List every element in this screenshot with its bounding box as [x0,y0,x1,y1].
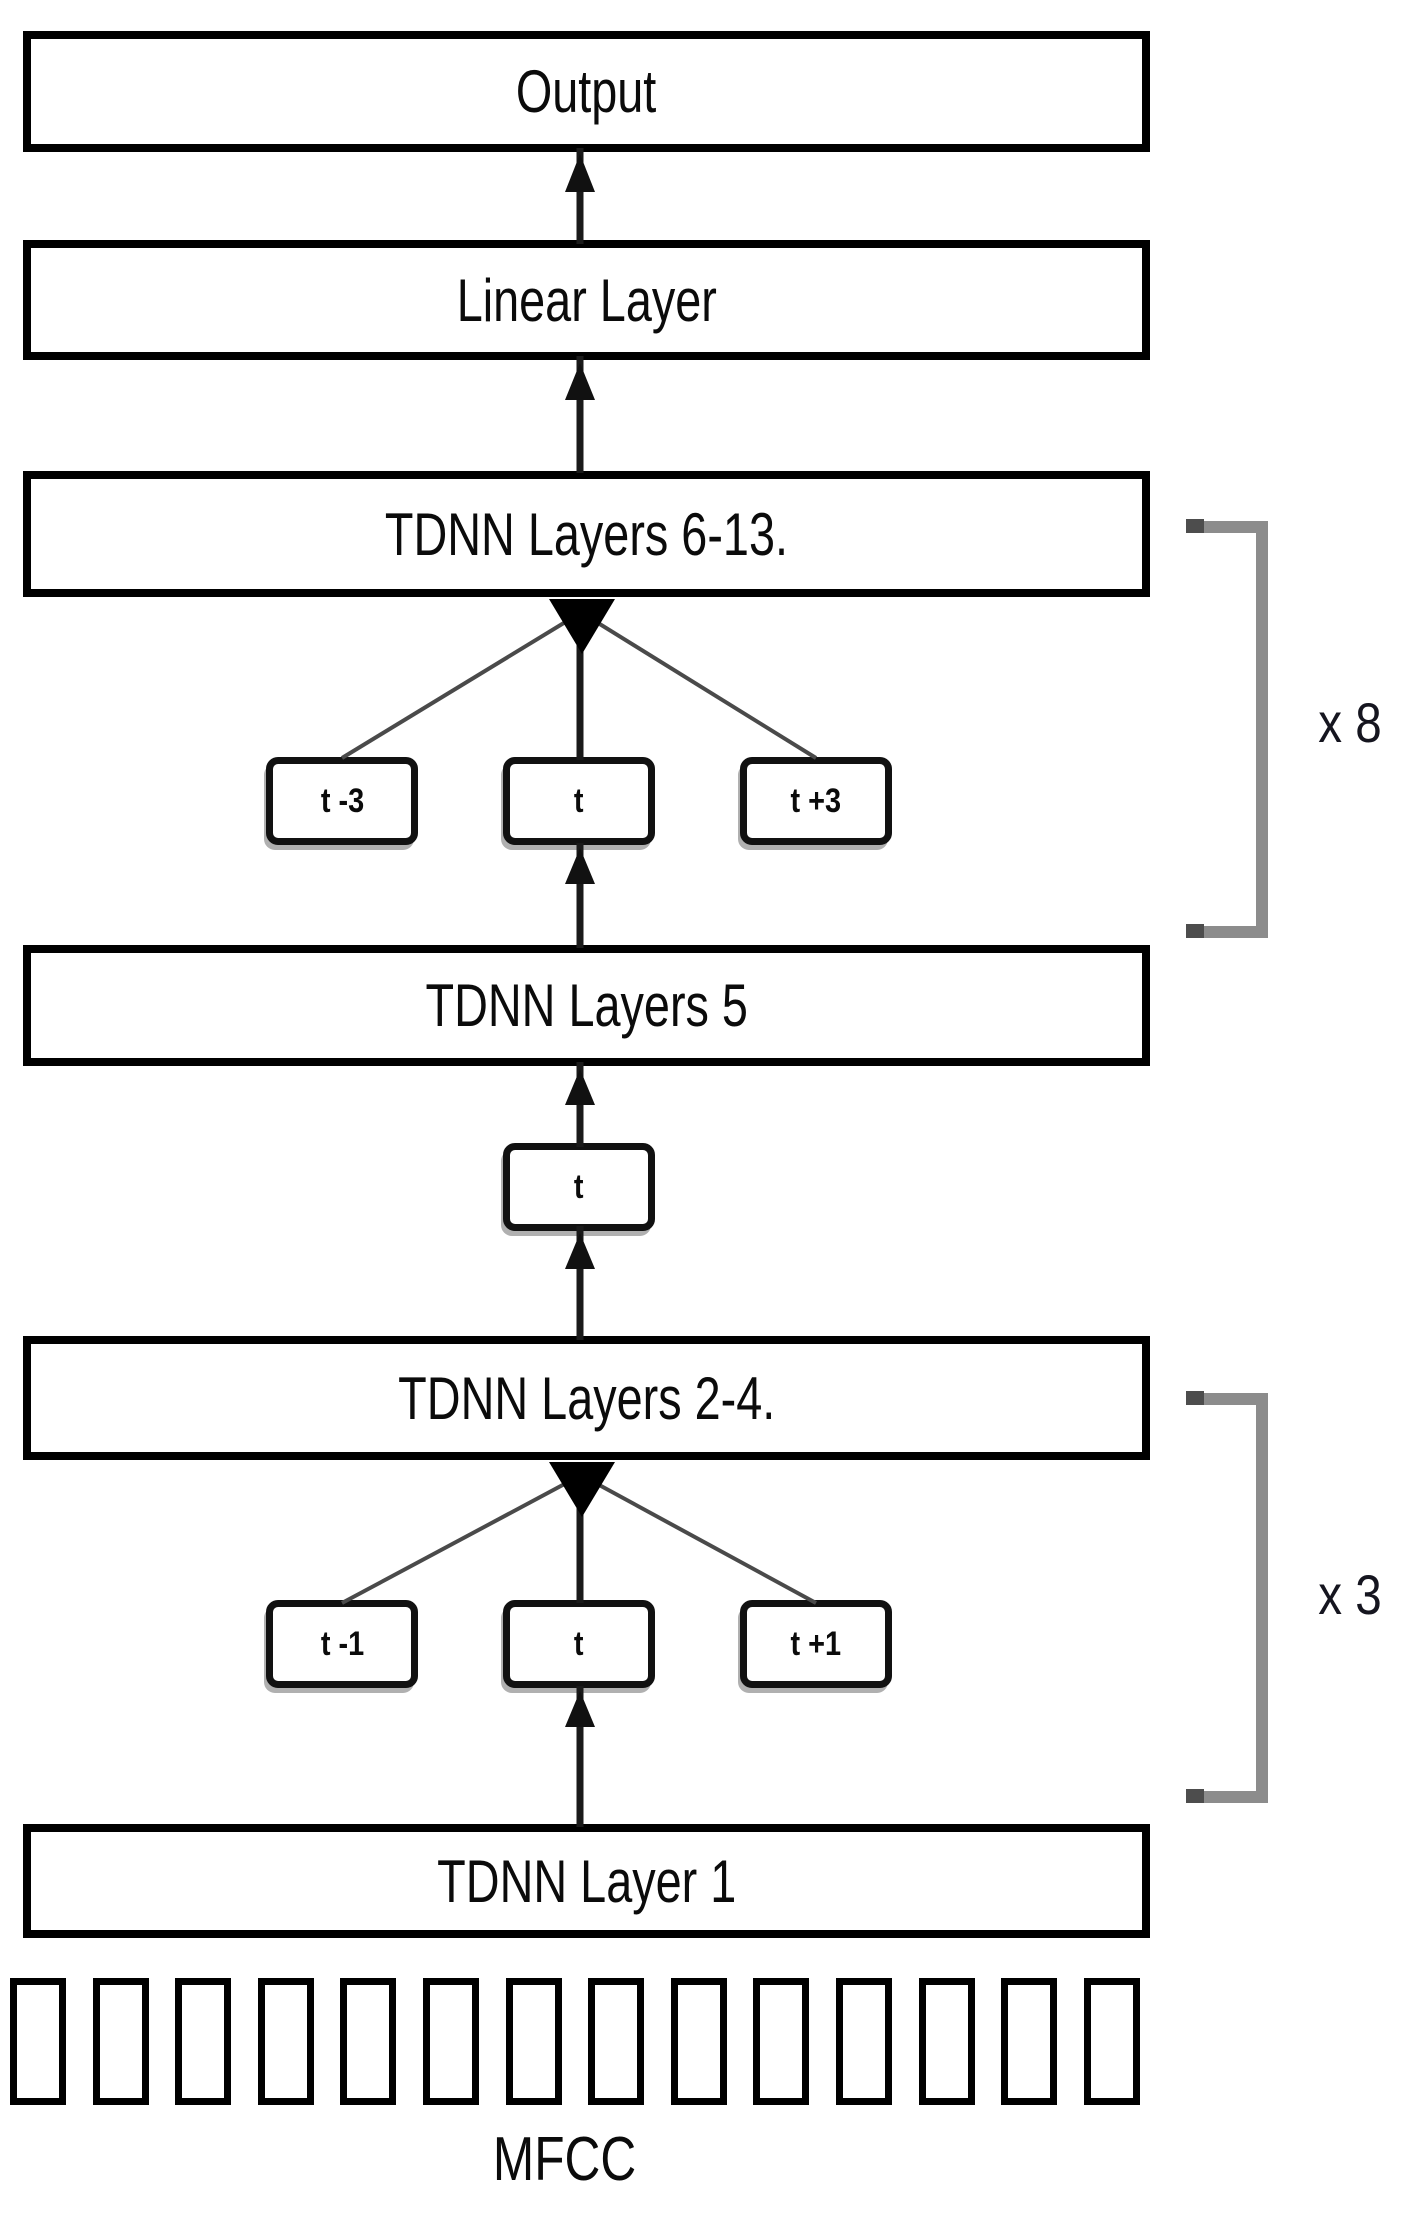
mfcc-frame [423,1978,480,2105]
arrow-up-icon-context-lower [565,1691,595,1727]
tdnn-layers-5-box: TDNN Layers 5 [23,945,1150,1066]
context-label-t-minus-1: t -1 [320,1624,364,1663]
arrow-up-icon-output [565,154,595,192]
diagonal-t-plus-1 [589,1478,817,1605]
arrow-up-icon-linear [565,363,595,400]
bracket-end-ticks [1186,519,1204,1803]
mfcc-frame [175,1978,232,2105]
mfcc-frame [1001,1978,1058,2105]
context-box-t-plus-1: t +1 [740,1600,892,1688]
mfcc-frame [836,1978,893,2105]
bracket-tick [1186,519,1204,533]
mfcc-frame [670,1978,727,2105]
bracket-tick [1186,924,1204,938]
context-box-t-minus-1: t -1 [266,1600,418,1688]
bracket-tick [1186,1789,1204,1803]
merge-arrow-icon-lower [549,1462,615,1517]
context-label-t-minus-3: t -3 [320,781,364,820]
mfcc-frame [10,1978,66,2105]
mfcc-frame [918,1978,975,2105]
bracket-x3 [1196,1393,1268,1803]
mfcc-frame [1083,1978,1140,2105]
context-box-t-upper: t [503,757,655,845]
output-layer-box: Output [23,31,1150,152]
context-label-t-plus-1: t +1 [790,1624,842,1663]
linear-layer-label: Linear Layer [456,266,717,334]
merge-arrow-icon-upper [549,599,615,654]
tdnn-layer-1-box: TDNN Layer 1 [23,1824,1150,1938]
bracket-tick [1186,1391,1204,1405]
mfcc-caption-text: MFCC [493,2125,637,2194]
arrow-up-icon-context-upper [565,848,595,884]
mfcc-frame [753,1978,810,2105]
diagonal-t-minus-1 [341,1478,573,1605]
mfcc-caption: MFCC [0,2124,1130,2195]
context-label-t-lower: t [574,1624,584,1663]
diagonal-t-minus-3 [340,616,574,760]
mfcc-frame [92,1978,149,2105]
mfcc-frame [340,1978,397,2105]
repeat-brackets [1196,521,1268,1803]
mfcc-frame [257,1978,314,2105]
context-label-t-upper: t [574,781,584,820]
output-layer-label: Output [516,58,657,125]
tdnn-layers-6-13-label: TDNN Layers 6-13. [384,500,789,568]
context-box-t-lower: t [503,1600,655,1688]
arrow-up-icon-tdnn5 [565,1069,595,1105]
tdnn-layers-5-label: TDNN Layers 5 [425,972,748,1039]
tdnn-layers-6-13-box: TDNN Layers 6-13. [23,471,1150,597]
context-label-t-middle: t [574,1167,584,1206]
repeat-x8-label: x 8 [1318,691,1382,754]
mfcc-frame [588,1978,645,2105]
context-box-t-middle: t [503,1143,655,1231]
linear-layer-box: Linear Layer [23,240,1150,360]
mfcc-frame-row [10,1978,1140,2105]
context-box-t-minus-3: t -3 [266,757,418,845]
tdnn-layers-2-4-box: TDNN Layers 2-4. [23,1336,1150,1460]
context-box-t-plus-3: t +3 [740,757,892,845]
arrowheads [565,154,595,1727]
repeat-x3-label: x 3 [1318,1563,1382,1626]
tdnn-layer-1-label: TDNN Layer 1 [436,1847,737,1915]
mfcc-frame [505,1978,562,2105]
tdnn-layers-2-4-label: TDNN Layers 2-4. [397,1364,776,1432]
arrow-up-icon-context-middle [565,1233,595,1269]
context-label-t-plus-3: t +3 [790,781,842,820]
diagonal-t-plus-3 [588,616,818,760]
bracket-x8 [1196,521,1268,938]
